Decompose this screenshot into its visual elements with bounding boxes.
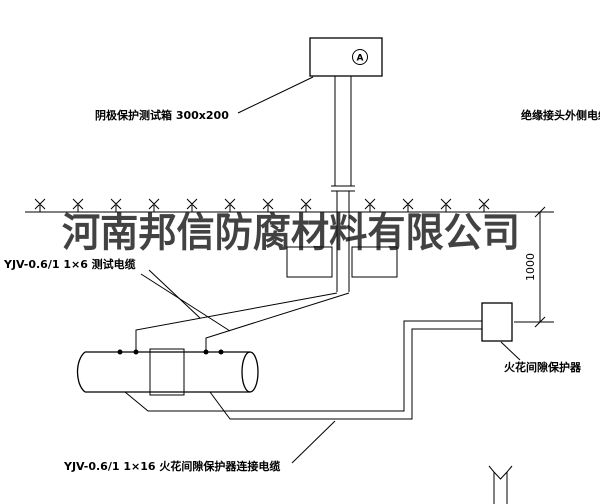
leader-test-cable-1: [148, 269, 201, 319]
test-cable-2: [205, 292, 350, 352]
pipe-right-cap: [241, 351, 259, 393]
test-cables: [135, 292, 350, 352]
test-box-outline: [309, 37, 383, 77]
foundation-blocks: [286, 246, 398, 278]
leader-lines: [140, 76, 521, 464]
leader-connection-cable: [291, 420, 336, 464]
meter-circle-icon: [352, 49, 368, 65]
leader-test-box: [237, 76, 314, 114]
spark-gap-label: 火花间隙保护器: [504, 360, 582, 374]
pipe-left-cap: [76, 351, 86, 393]
test-cable-label: YJV-0.6/1 1×6 测试电缆: [3, 257, 136, 271]
dimension-text: 1000: [524, 253, 537, 281]
protector-cable-1: [124, 320, 482, 412]
meter-symbol: A: [357, 54, 364, 64]
test-box: A: [309, 37, 383, 77]
connection-cable-label: YJV-0.6/1 1×16 火花间隙保护器连接电缆: [63, 459, 280, 473]
spark-gap-protector: [481, 302, 513, 342]
dimension-1000: 1000: [514, 206, 554, 328]
pipe-body: [85, 351, 250, 393]
leader-test-cable-2: [140, 273, 231, 332]
post-upper: [334, 76, 352, 186]
test-cable-1: [135, 292, 338, 352]
test-box-label: 阴极保护测试箱 300x200: [95, 108, 229, 122]
protector-cables: [124, 320, 482, 420]
insulating-joint: [149, 348, 185, 396]
company-watermark: 河南邦信防腐材料有限公司: [62, 210, 520, 256]
test-post: [331, 76, 355, 292]
dimension-ticks-icon: [534, 206, 546, 328]
leader-spark-gap: [500, 341, 521, 361]
foundation-block-right: [351, 246, 398, 278]
dimension-lines: [514, 211, 554, 323]
pipeline: [76, 348, 259, 396]
pipe-riser-symbol-icon: [488, 465, 513, 504]
protector-cable-2: [209, 328, 482, 420]
post-coupling: [331, 185, 355, 192]
post-lower: [336, 191, 350, 292]
ground-hatch-marks-icon: [34, 198, 490, 212]
outer-cable-label: 绝缘接头外侧电缆: [521, 108, 600, 122]
foundation-block-left: [286, 246, 333, 278]
